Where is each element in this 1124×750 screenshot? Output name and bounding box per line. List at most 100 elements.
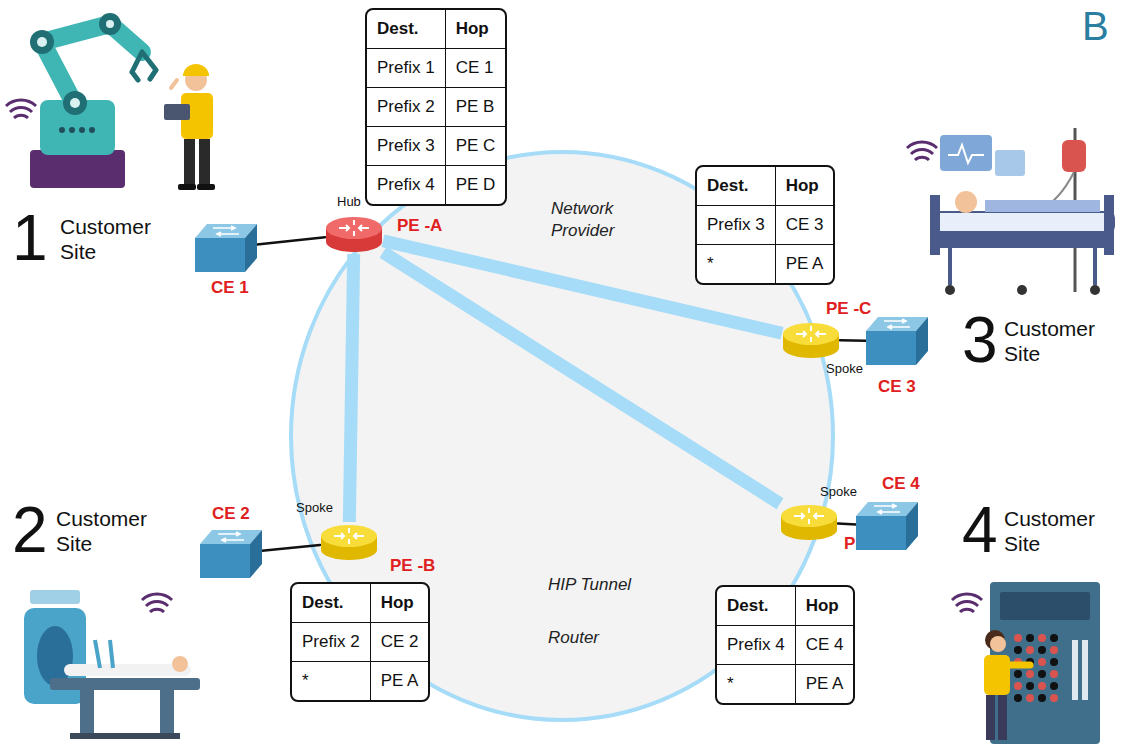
role-label: Spoke: [820, 484, 857, 499]
table-cell: *: [292, 662, 371, 700]
site-number: 4: [962, 498, 998, 562]
key-dot: [1026, 694, 1034, 702]
key-dot: [1026, 634, 1034, 642]
site-label: Customer Site: [56, 506, 156, 556]
table-header: Hop: [446, 10, 506, 49]
table-cell: PE A: [371, 662, 429, 700]
table-cell: Prefix 3: [367, 127, 446, 166]
table-header: Dest.: [697, 167, 776, 206]
role-label: Hub: [337, 194, 361, 209]
hospital-bed-illustration: [907, 128, 1114, 295]
router-node: HubPE -A: [325, 214, 383, 254]
switch-icon: [195, 222, 257, 274]
table-cell: Prefix 2: [367, 88, 446, 127]
router-node: SpokePE -B: [320, 522, 378, 562]
key-dot: [1038, 634, 1046, 642]
device-label: CE 1: [211, 278, 249, 298]
switch-node: CE 4: [856, 500, 918, 552]
access-link: [257, 237, 325, 244]
key-dot: [1014, 694, 1022, 702]
key-dot: [1026, 670, 1034, 678]
site-number: 1: [12, 206, 48, 270]
key-dot: [1014, 634, 1022, 642]
switch-node: CE 3: [866, 315, 928, 367]
table-header: Hop: [776, 167, 834, 206]
table-cell: Prefix 1: [367, 49, 446, 88]
router-node: PE -CSpoke: [782, 320, 840, 360]
table-cell: *: [717, 665, 796, 703]
device-label: CE 4: [882, 474, 920, 494]
key-dot: [1026, 682, 1034, 690]
key-dot: [1050, 694, 1058, 702]
table-cell: Prefix 3: [697, 206, 776, 245]
legend-text: HIP Tunnel: [548, 575, 631, 595]
switch-node: CE 2: [200, 528, 262, 580]
key-dot: [1026, 646, 1034, 654]
device-label: CE 3: [878, 377, 916, 397]
role-label: Spoke: [296, 500, 333, 515]
worker-illustration: [164, 64, 215, 190]
robot-arm-illustration: [6, 13, 156, 188]
network-label: Network Provider: [551, 198, 651, 242]
hip-tunnel: [349, 254, 353, 522]
switch-icon: [200, 528, 262, 580]
table-cell: PE C: [446, 127, 506, 166]
router-icon: [780, 502, 838, 542]
key-dot: [1014, 646, 1022, 654]
key-dot: [1038, 670, 1046, 678]
key-dot: [1014, 682, 1022, 690]
hip-tunnel: [383, 252, 780, 503]
device-label: PE -A: [397, 216, 442, 236]
table-cell: PE A: [776, 245, 834, 283]
table-cell: CE 2: [371, 623, 429, 662]
access-link: [262, 545, 320, 551]
table-header: Dest.: [292, 584, 371, 623]
route-table: Dest.HopPrefix 3CE 3*PE A: [695, 165, 835, 285]
table-cell: CE 1: [446, 49, 506, 88]
table-cell: CE 3: [776, 206, 834, 245]
table-cell: Prefix 4: [717, 626, 796, 665]
key-dot: [1050, 658, 1058, 666]
site-label: Customer Site: [60, 214, 160, 264]
table-cell: PE A: [796, 665, 854, 703]
machine-operator-illustration: [952, 582, 1100, 744]
route-table: Dest.HopPrefix 2CE 2*PE A: [290, 582, 430, 702]
key-dot: [1050, 670, 1058, 678]
access-link: [838, 523, 856, 525]
panel-letter: B: [1082, 4, 1109, 49]
table-header: Hop: [371, 584, 429, 623]
table-cell: Prefix 4: [367, 166, 446, 204]
site-number: 3: [962, 308, 998, 372]
mri-illustration: [24, 590, 200, 739]
key-dot: [1038, 646, 1046, 654]
connector-line: [838, 522, 856, 525]
key-dot: [1038, 694, 1046, 702]
legend-text: Router: [548, 628, 599, 648]
device-label: PE -C: [826, 299, 871, 319]
site-label: Customer Site: [1004, 506, 1104, 556]
connector-line: [840, 339, 866, 342]
table-cell: PE B: [446, 88, 506, 127]
connector-line: [262, 545, 320, 551]
key-dot: [1050, 682, 1058, 690]
router-icon: [320, 522, 378, 562]
table-cell: Prefix 2: [292, 623, 371, 662]
key-dot: [1050, 634, 1058, 642]
table-header: Dest.: [717, 587, 796, 626]
switch-node: CE 1: [195, 222, 257, 274]
switch-icon: [856, 500, 918, 552]
key-dot: [1014, 670, 1022, 678]
access-link: [840, 340, 866, 341]
site-label: Customer Site: [1004, 316, 1104, 366]
route-table: Dest.HopPrefix 4CE 4*PE A: [715, 585, 855, 705]
table-header: Hop: [796, 587, 854, 626]
connector-line: [383, 252, 780, 503]
table-cell: *: [697, 245, 776, 283]
site-number: 2: [12, 498, 48, 562]
device-label: PE -B: [390, 556, 435, 576]
router-node: SpokePE -D: [780, 502, 838, 542]
switch-icon: [866, 315, 928, 367]
role-label: Spoke: [826, 361, 863, 376]
router-icon: [325, 214, 383, 254]
route-table: Dest.HopPrefix 1CE 1Prefix 2PE BPrefix 3…: [365, 8, 507, 206]
